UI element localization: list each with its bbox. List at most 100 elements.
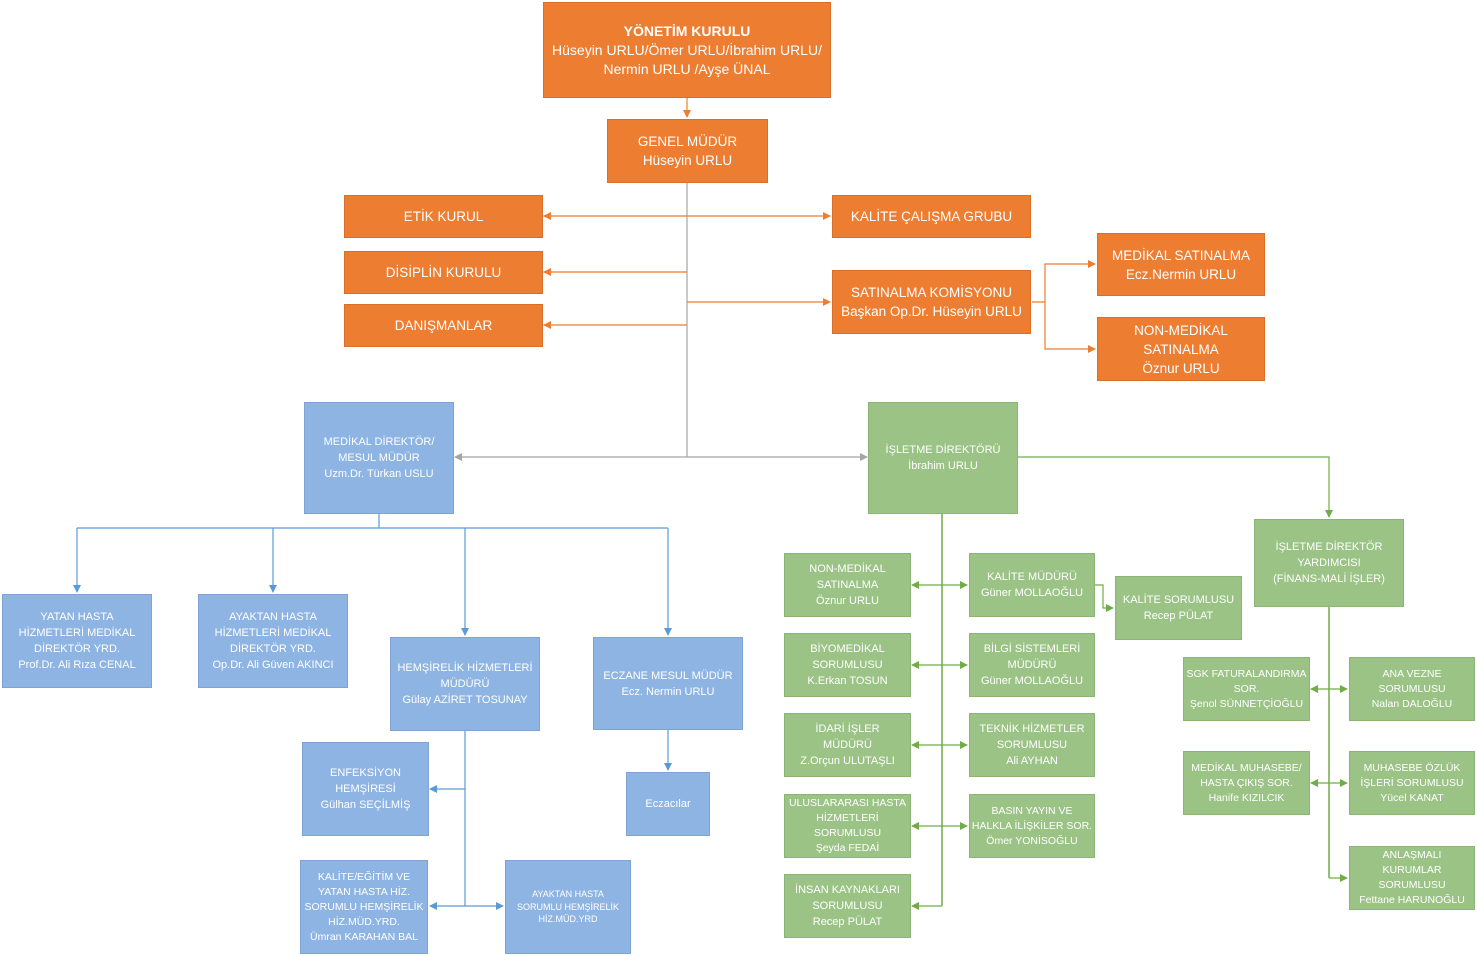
disiplin-kurulu-title: DİSİPLİN KURULU bbox=[385, 265, 502, 280]
sgk-name: Şenol SÜNNETÇİOĞLU bbox=[1189, 697, 1304, 710]
insan-kaynaklari-line2: SORUMLUSU bbox=[812, 900, 883, 912]
muhasebe-ozluk-line1: MUHASEBE ÖZLÜK bbox=[1363, 761, 1461, 774]
hemsirelik-line1: HEMŞİRELİK HİZMETLERİ bbox=[397, 662, 533, 674]
kalite-sorumlusu-name: Recep PÜLAT bbox=[1143, 610, 1214, 622]
enfeksiyon-line2: HEMŞİRESİ bbox=[335, 783, 396, 795]
yonetim-kurulu-title: YÖNETİM KURULU bbox=[623, 22, 751, 39]
non-medikal-satinalma-line2: SATINALMA bbox=[1143, 341, 1219, 357]
yatan-hasta-line1: YATAN HASTA bbox=[40, 611, 114, 623]
bilgi-sistemleri-line1: BİLGİ SİSTEMLERİ bbox=[983, 643, 1081, 655]
kalite-sorumlusu-title: KALİTE SORUMLUSU bbox=[1122, 594, 1235, 606]
anlasmali-line3: SORUMLUSU bbox=[1378, 879, 1446, 891]
kalite-calisma-grubu-title: KALİTE ÇALIŞMA GRUBU bbox=[850, 209, 1013, 224]
muhasebe-ozluk-line2: İŞLERİ SORUMLUSU bbox=[1360, 776, 1464, 789]
satinalma-komisyonu-box: SATINALMA KOMİSYONU Başkan Op.Dr. Hüseyi… bbox=[832, 270, 1031, 334]
biyomedikal-line1: BİYOMEDİKAL bbox=[810, 643, 885, 655]
medikal-muhasebe-line2: HASTA ÇIKIŞ SOR. bbox=[1200, 776, 1293, 789]
biyomedikal-line2: SORUMLUSU bbox=[812, 659, 883, 671]
eczane-mesul-name: Ecz. Nermin URLU bbox=[621, 685, 715, 698]
bilgi-sistemleri-box: BİLGİ SİSTEMLERİ MÜDÜRÜ Güner MOLLAOĞLU bbox=[969, 633, 1095, 697]
uluslararasi-name: Şeyda FEDAİ bbox=[815, 842, 880, 854]
disiplin-kurulu-box: DİSİPLİN KURULU bbox=[344, 251, 543, 294]
isl-non-medikal-name: Öznur URLU bbox=[816, 595, 879, 607]
medikal-direktor-line2: MESUL MÜDÜR bbox=[338, 452, 420, 464]
kalite-calisma-grubu-box: KALİTE ÇALIŞMA GRUBU bbox=[832, 195, 1031, 238]
idari-isler-name: Z.Orçun ULUTAŞLI bbox=[800, 755, 895, 767]
ayaktan-hasta-line3: DİREKTÖR YRD. bbox=[230, 643, 316, 655]
ana-vezne-line2: SORUMLUSU bbox=[1378, 682, 1446, 695]
satinalma-komisyonu-name: Başkan Op.Dr. Hüseyin URLU bbox=[841, 304, 1022, 319]
eczane-mesul-box: ECZANE MESUL MÜDÜR Ecz. Nermin URLU bbox=[593, 637, 743, 730]
isl-non-medikal-box: NON-MEDİKAL SATINALMA Öznur URLU bbox=[784, 553, 911, 617]
eczacilar-box: Eczacılar bbox=[626, 772, 710, 836]
non-medikal-satinalma-line1: NON-MEDİKAL bbox=[1134, 322, 1228, 338]
genel-mudur-box: GENEL MÜDÜR Hüseyin URLU bbox=[607, 119, 768, 183]
idari-isler-box: İDARİ İŞLER MÜDÜRÜ Z.Orçun ULUTAŞLI bbox=[784, 713, 911, 777]
enfeksiyon-line1: ENFEKSİYON bbox=[330, 767, 401, 779]
ana-vezne-name: Nalan DALOĞLU bbox=[1371, 697, 1453, 710]
ayaktan-hasta-line2: HİZMETLERİ MEDİKAL bbox=[214, 627, 332, 639]
muhasebe-ozluk-name: Yücel KANAT bbox=[1380, 791, 1444, 804]
etik-kurul-title: ETİK KURUL bbox=[403, 209, 484, 224]
danismanlar-box: DANIŞMANLAR bbox=[344, 304, 543, 347]
yonetim-kurulu-members-2: Nermin URLU /Ayşe ÜNAL bbox=[603, 60, 771, 77]
enfeksiyon-name: Gülhan SEÇİLMİŞ bbox=[320, 799, 411, 811]
hemsirelik-box: HEMŞİRELİK HİZMETLERİ MÜDÜRÜ Gülay AZİRE… bbox=[390, 637, 540, 731]
basin-yayin-line1: BASIN YAYIN VE bbox=[991, 804, 1073, 817]
medikal-muhasebe-name: Hanife KIZILCIK bbox=[1208, 791, 1285, 804]
genel-mudur-title: GENEL MÜDÜR bbox=[637, 134, 738, 149]
teknik-hizmetler-line1: TEKNİK HİZMETLER bbox=[979, 723, 1085, 735]
anlasmali-name: Fettane HARUNOĞLU bbox=[1359, 894, 1465, 906]
medikal-muhasebe-box: MEDİKAL MUHASEBE/ HASTA ÇIKIŞ SOR. Hanif… bbox=[1183, 751, 1310, 815]
uluslararasi-line2: HİZMETLERİ bbox=[816, 812, 879, 824]
uluslararasi-hasta-box: ULUSLARARASI HASTA HİZMETLERİ SORUMLUSU … bbox=[784, 794, 911, 858]
ayaktan-hemsirelik-line3: HİZ.MÜD.YRD bbox=[538, 914, 598, 925]
isletme-yardimcisi-line2: YARDIMCISI bbox=[1297, 557, 1361, 569]
ayaktan-hemsirelik-line1: AYAKTAN HASTA bbox=[532, 889, 604, 900]
uluslararasi-line1: ULUSLARARASI HASTA bbox=[788, 797, 907, 809]
sgk-line2: SOR. bbox=[1233, 682, 1260, 695]
kalite-muduru-title: KALİTE MÜDÜRÜ bbox=[987, 571, 1077, 583]
hemsirelik-line2: MÜDÜRÜ bbox=[440, 678, 490, 690]
insan-kaynaklari-line1: İNSAN KAYNAKLARI bbox=[795, 884, 900, 896]
bilgi-sistemleri-name: Güner MOLLAOĞLU bbox=[980, 675, 1084, 687]
ana-vezne-line1: ANA VEZNE bbox=[1382, 667, 1442, 680]
isletme-yardimcisi-line1: İŞLETME DİREKTÖR bbox=[1275, 541, 1383, 553]
medikal-direktor-box: MEDİKAL DİREKTÖR/ MESUL MÜDÜR Uzm.Dr. Tü… bbox=[304, 402, 454, 514]
biyomedikal-box: BİYOMEDİKAL SORUMLUSU K.Erkan TOSUN bbox=[784, 633, 911, 697]
sgk-line1: SGK FATURALANDIRMA bbox=[1186, 667, 1307, 680]
satinalma-komisyonu-title: SATINALMA KOMİSYONU bbox=[850, 285, 1013, 300]
sgk-faturalandirma-box: SGK FATURALANDIRMA SOR. Şenol SÜNNETÇİOĞ… bbox=[1183, 657, 1310, 721]
eczacilar-title: Eczacılar bbox=[645, 798, 691, 810]
ayaktan-hasta-box: AYAKTAN HASTA HİZMETLERİ MEDİKAL DİREKTÖ… bbox=[198, 594, 348, 688]
etik-kurul-box: ETİK KURUL bbox=[344, 195, 543, 238]
medikal-direktor-name: Uzm.Dr. Türkan USLU bbox=[324, 468, 434, 480]
biyomedikal-name: K.Erkan TOSUN bbox=[807, 675, 888, 687]
isletme-direktoru-title: İŞLETME DİREKTÖRÜ bbox=[885, 444, 1001, 456]
kalite-egitim-line3: SORUMLU HEMŞİRELİK bbox=[304, 900, 424, 913]
basin-yayin-line2: HALKLA İLİŞKİLER SOR. bbox=[971, 819, 1093, 832]
isletme-direktoru-box: İŞLETME DİREKTÖRÜ İbrahim URLU bbox=[868, 402, 1018, 514]
non-medikal-satinalma-box: NON-MEDİKAL SATINALMA Öznur URLU bbox=[1097, 317, 1265, 381]
basin-yayin-box: BASIN YAYIN VE HALKLA İLİŞKİLER SOR. Öme… bbox=[969, 794, 1095, 858]
basin-yayin-name: Ömer YONİSOĞLU bbox=[986, 834, 1078, 847]
anlasmali-line2: KURUMLAR bbox=[1382, 864, 1442, 876]
medikal-direktor-line1: MEDİKAL DİREKTÖR/ bbox=[323, 436, 435, 448]
medikal-satinalma-box: MEDİKAL SATINALMA Ecz.Nermin URLU bbox=[1097, 233, 1265, 296]
kalite-egitim-line1: KALİTE/EĞİTİM VE bbox=[317, 870, 411, 883]
yatan-hasta-line3: DİREKTÖR YRD. bbox=[34, 643, 120, 655]
kalite-egitim-box: KALİTE/EĞİTİM VE YATAN HASTA HİZ. SORUML… bbox=[300, 860, 428, 954]
idari-isler-line2: MÜDÜRÜ bbox=[823, 739, 872, 751]
bilgi-sistemleri-line2: MÜDÜRÜ bbox=[1007, 659, 1057, 671]
hemsirelik-name: Gülay AZİRET TOSUNAY bbox=[402, 694, 528, 706]
genel-mudur-name: Hüseyin URLU bbox=[642, 153, 733, 168]
medikal-satinalma-title: MEDİKAL SATINALMA bbox=[1111, 247, 1251, 263]
teknik-hizmetler-line2: SORUMLUSU bbox=[996, 739, 1068, 751]
idari-isler-line1: İDARİ İŞLER bbox=[815, 723, 880, 735]
danismanlar-title: DANIŞMANLAR bbox=[394, 318, 493, 333]
yatan-hasta-line2: HİZMETLERİ MEDİKAL bbox=[18, 627, 136, 639]
medikal-muhasebe-line1: MEDİKAL MUHASEBE/ bbox=[1191, 761, 1302, 774]
isletme-direktoru-name: İbrahim URLU bbox=[908, 460, 978, 472]
teknik-hizmetler-box: TEKNİK HİZMETLER SORUMLUSU Ali AYHAN bbox=[969, 713, 1095, 777]
kalite-muduru-name: Güner MOLLAOĞLU bbox=[980, 587, 1084, 599]
